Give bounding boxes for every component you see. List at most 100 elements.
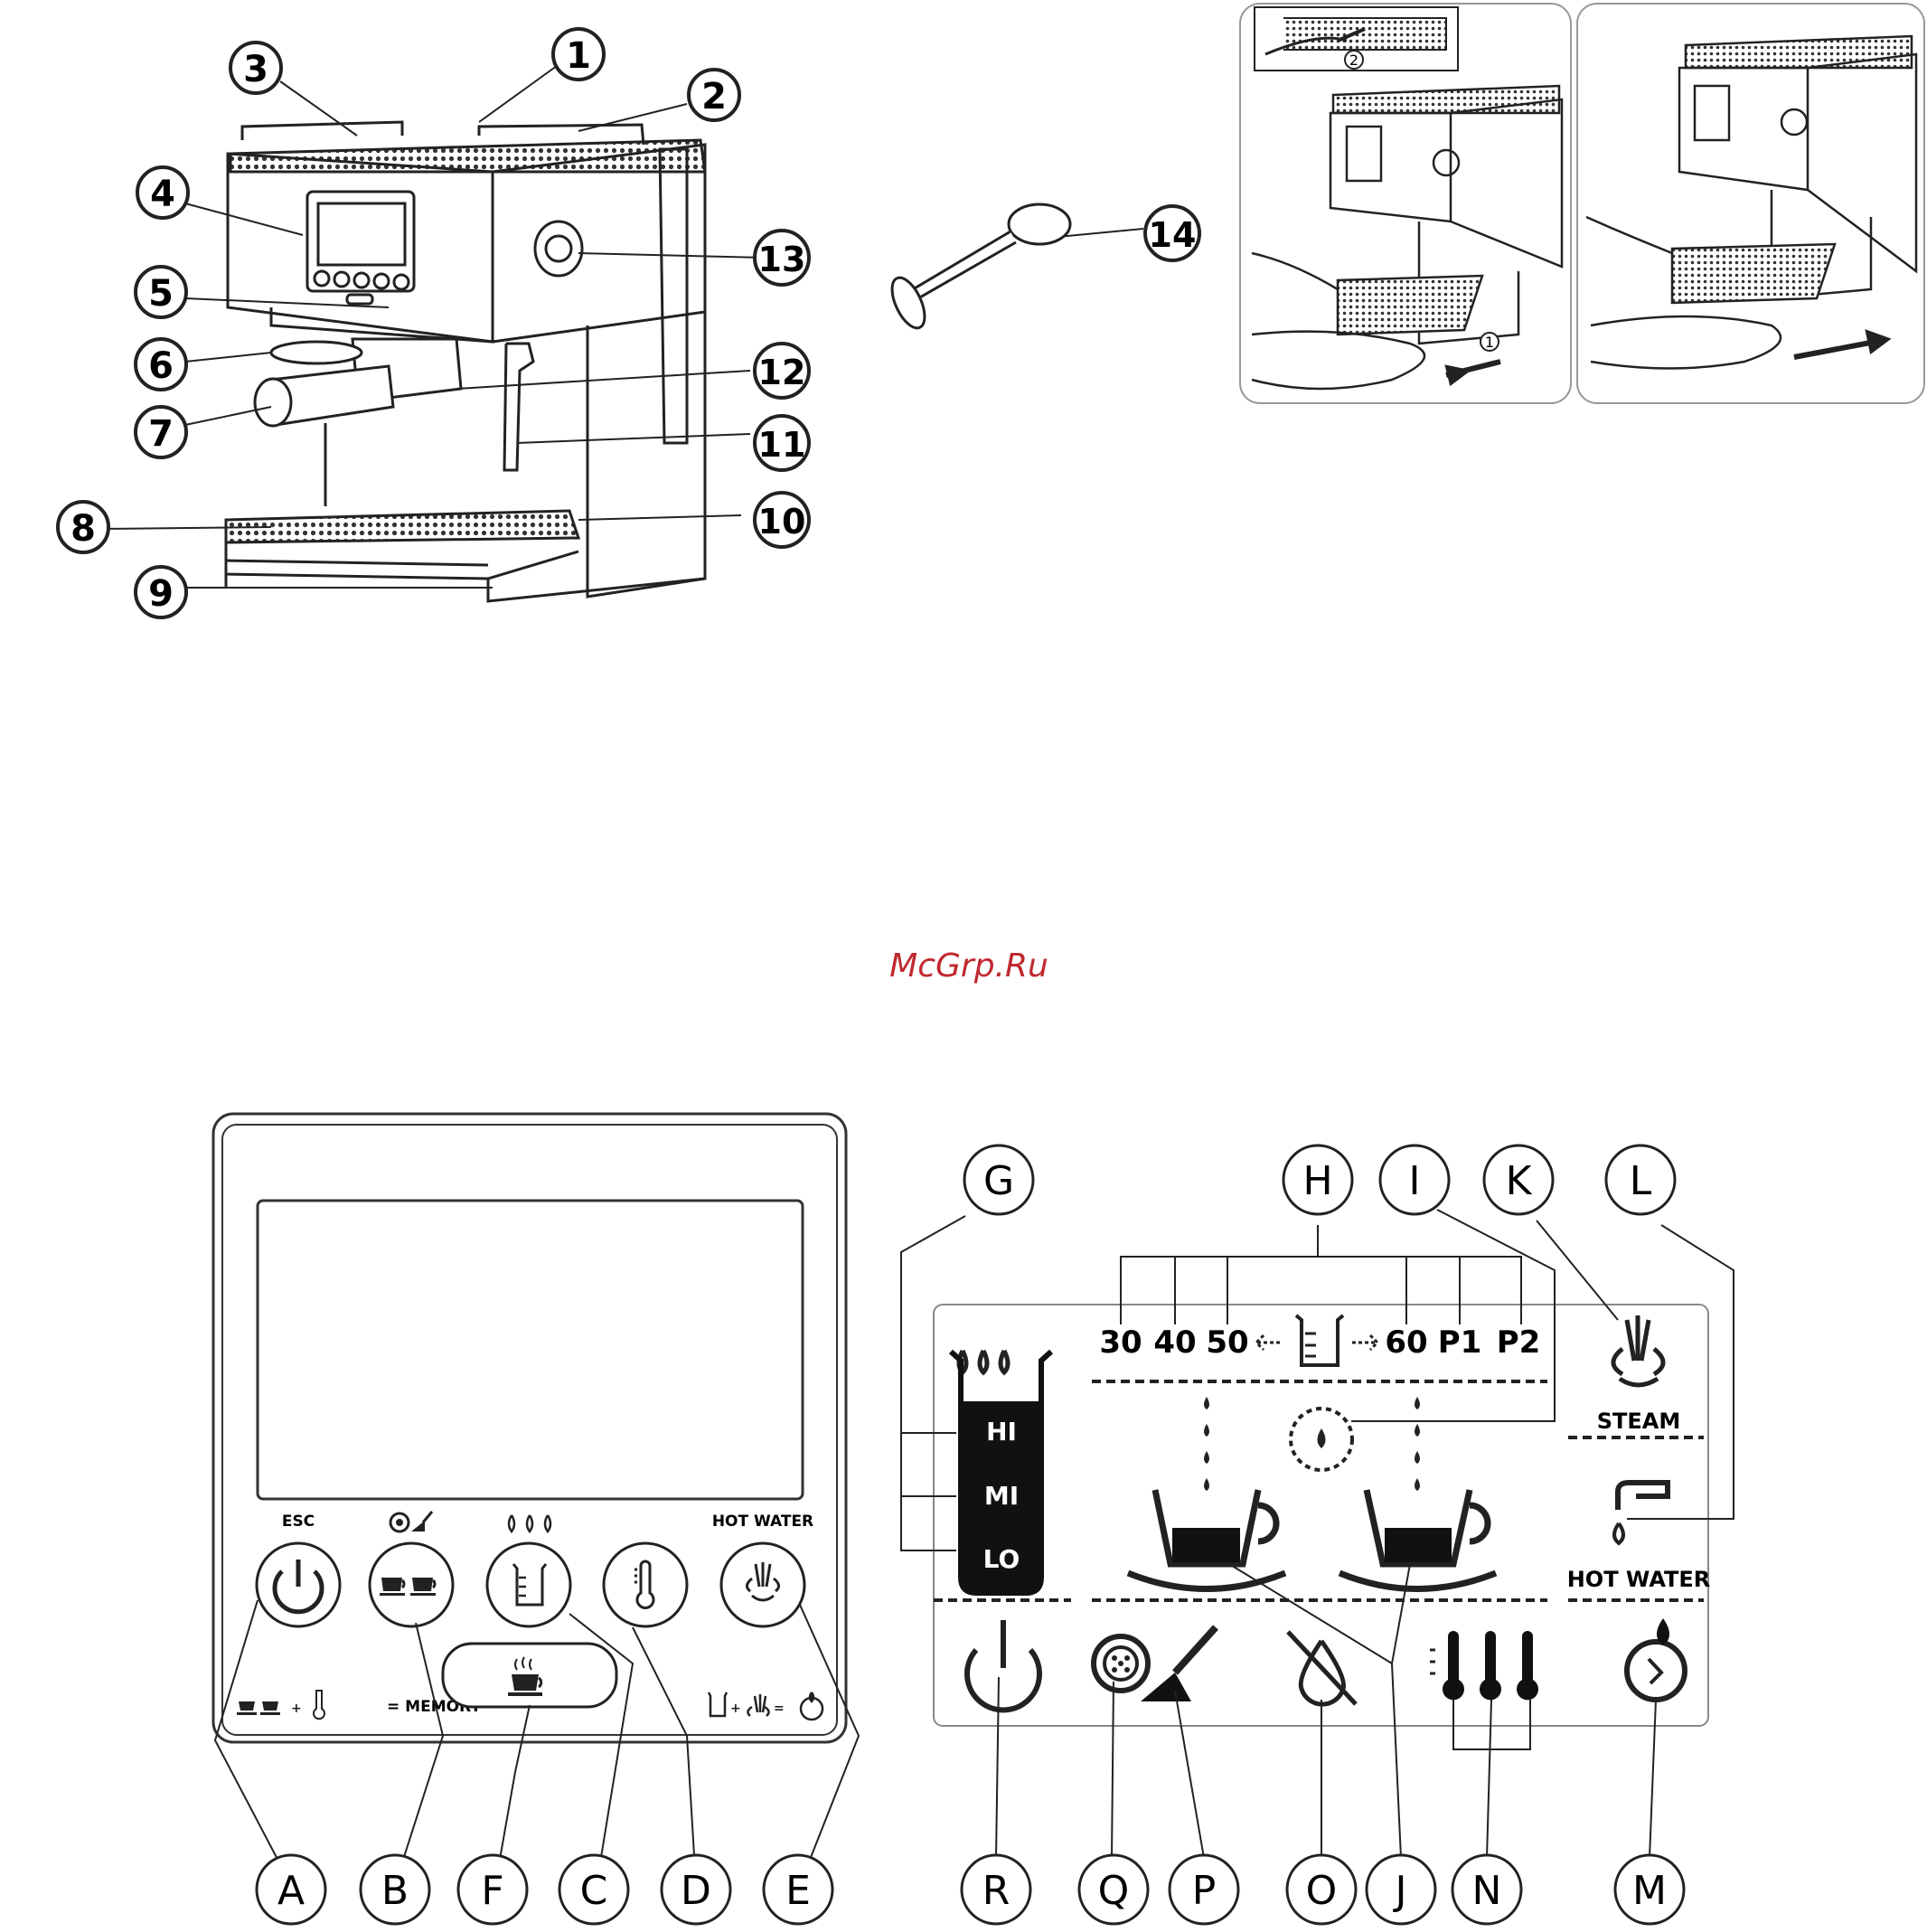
esc-label: ESC xyxy=(282,1513,315,1531)
volume-30: 30 xyxy=(1099,1324,1142,1361)
svg-text:4: 4 xyxy=(150,174,175,215)
temperature-button[interactable] xyxy=(604,1543,687,1626)
svg-text:M: M xyxy=(1632,1868,1667,1914)
control-panel: ESC HOT WATER = MEMORY xyxy=(213,1114,846,1742)
callout-e: E xyxy=(764,1855,832,1924)
callout-12: 12 xyxy=(755,344,809,398)
svg-text:B: B xyxy=(381,1868,409,1914)
callout-5: 5 xyxy=(136,267,186,317)
callout-g: G xyxy=(964,1145,1033,1214)
svg-text:A: A xyxy=(277,1868,305,1914)
callout-1: 1 xyxy=(553,29,604,80)
svg-text:E: E xyxy=(785,1868,811,1914)
callout-k: K xyxy=(1484,1145,1553,1214)
svg-text:C: C xyxy=(580,1868,608,1914)
machine-drawing xyxy=(226,122,705,601)
svg-text:7: 7 xyxy=(148,413,174,455)
svg-text:14: 14 xyxy=(1149,215,1197,255)
svg-text:10: 10 xyxy=(758,502,806,542)
svg-text:J: J xyxy=(1393,1868,1407,1914)
callout-l: L xyxy=(1606,1145,1675,1214)
callout-m: M xyxy=(1615,1855,1684,1924)
callout-9: 9 xyxy=(136,567,186,617)
callout-13: 13 xyxy=(755,231,809,285)
svg-text:1: 1 xyxy=(1485,334,1494,351)
callout-n: N xyxy=(1452,1855,1521,1924)
display-bottom-callout-badges: R Q P O J N M xyxy=(962,1855,1684,1924)
callout-a: A xyxy=(257,1855,325,1924)
svg-text:Q: Q xyxy=(1098,1868,1130,1914)
scoop-tamper-icon xyxy=(886,204,1070,333)
callout-8: 8 xyxy=(58,502,108,552)
callout-11: 11 xyxy=(755,416,809,470)
volume-p1: P1 xyxy=(1438,1324,1482,1361)
callout-7: 7 xyxy=(136,407,186,457)
callout-j: J xyxy=(1367,1855,1435,1924)
callout-r: R xyxy=(962,1855,1030,1924)
svg-text:F: F xyxy=(481,1868,503,1914)
volume-button[interactable] xyxy=(487,1543,570,1626)
svg-text:O: O xyxy=(1306,1868,1338,1914)
svg-text:8: 8 xyxy=(70,508,96,550)
svg-text:3: 3 xyxy=(243,49,268,90)
level-mi: MI xyxy=(984,1481,1019,1511)
callout-o: O xyxy=(1287,1855,1356,1924)
svg-text:1: 1 xyxy=(566,35,591,77)
callout-10: 10 xyxy=(755,493,809,547)
svg-text:D: D xyxy=(681,1868,711,1914)
step-illustration-remove-tray: 2 1 xyxy=(1240,4,1571,403)
volume-50: 50 xyxy=(1206,1324,1248,1361)
level-lo: LO xyxy=(983,1544,1020,1574)
svg-text:P: P xyxy=(1192,1868,1217,1914)
steam-label: STEAM xyxy=(1597,1409,1681,1434)
callout-14: 14 xyxy=(1145,206,1199,260)
callout-d: D xyxy=(662,1855,730,1924)
callout-h: H xyxy=(1283,1145,1352,1214)
svg-text:6: 6 xyxy=(148,345,174,387)
svg-text:G: G xyxy=(983,1158,1014,1204)
callout-p: P xyxy=(1170,1855,1238,1924)
step-badge-2: 2 xyxy=(1345,51,1363,69)
svg-text:2: 2 xyxy=(1349,52,1358,69)
display-top-callout-badges: G H I K L xyxy=(964,1145,1675,1214)
step-illustration-insert-tray xyxy=(1577,4,1924,403)
svg-text:H: H xyxy=(1302,1158,1332,1204)
hot-water-label: HOT WATER xyxy=(712,1513,813,1531)
svg-text:+: + xyxy=(291,1701,302,1716)
callout-6: 6 xyxy=(136,339,186,390)
watermark-text: McGrp.Ru xyxy=(889,947,1048,985)
power-button[interactable] xyxy=(257,1543,340,1626)
hot-water-display-label: HOT WATER xyxy=(1567,1567,1711,1592)
svg-text:11: 11 xyxy=(758,425,806,465)
step-badge-1: 1 xyxy=(1480,333,1499,351)
svg-text:13: 13 xyxy=(758,240,806,279)
svg-text:R: R xyxy=(982,1868,1010,1914)
svg-text:=: = xyxy=(774,1701,785,1716)
callout-b: B xyxy=(361,1855,429,1924)
svg-text:K: K xyxy=(1506,1158,1533,1204)
single-cup-button[interactable] xyxy=(443,1644,616,1707)
hot-water-steam-button[interactable] xyxy=(721,1543,804,1626)
volume-40: 40 xyxy=(1153,1324,1196,1361)
svg-text:2: 2 xyxy=(701,76,727,118)
double-cup-button[interactable] xyxy=(370,1543,453,1626)
svg-text:+: + xyxy=(730,1701,741,1716)
volume-p2: P2 xyxy=(1497,1324,1541,1361)
panel-callout-badges: A B F C D E xyxy=(257,1855,832,1924)
callout-c: C xyxy=(559,1855,628,1924)
callout-2: 2 xyxy=(689,70,739,120)
callout-f: F xyxy=(458,1855,527,1924)
callout-i: I xyxy=(1380,1145,1449,1214)
callout-4: 4 xyxy=(137,167,188,218)
display-legend: HI MI LO 30 40 50 60 P1 P2 STEAM xyxy=(934,1305,1710,1726)
volume-60: 60 xyxy=(1385,1324,1427,1361)
callout-3: 3 xyxy=(230,42,281,93)
svg-text:I: I xyxy=(1409,1158,1421,1204)
level-hi: HI xyxy=(986,1417,1017,1447)
callout-q: Q xyxy=(1079,1855,1148,1924)
svg-text:L: L xyxy=(1630,1158,1652,1204)
svg-text:N: N xyxy=(1472,1868,1502,1914)
svg-text:5: 5 xyxy=(148,273,174,315)
